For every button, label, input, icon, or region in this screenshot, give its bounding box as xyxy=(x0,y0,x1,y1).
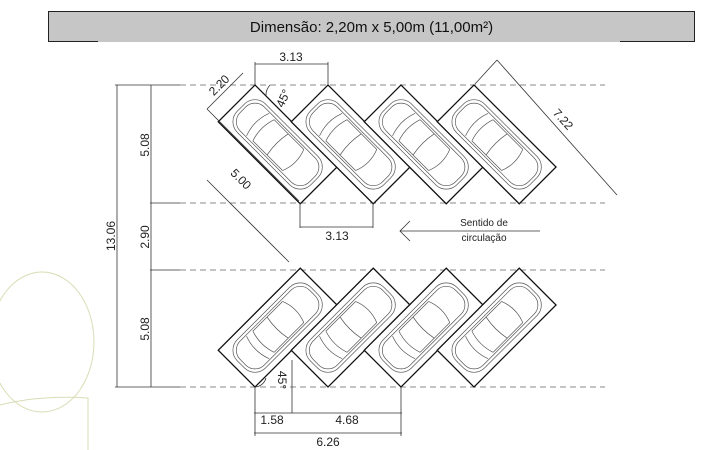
dim-line xyxy=(254,360,402,436)
dim-top-spacing: 3.13 xyxy=(279,50,303,64)
dim-line xyxy=(299,203,374,228)
car-icon xyxy=(305,99,396,190)
angle-arc xyxy=(254,377,267,388)
dim-row-depth-top: 5.08 xyxy=(138,133,152,157)
divider xyxy=(48,41,98,42)
parking-stall xyxy=(217,267,338,388)
dim-stall-width: 2.20 xyxy=(206,72,233,99)
circulation-label-1: Sentido de xyxy=(460,218,508,229)
dim-line xyxy=(254,62,329,85)
stall-row-bottom xyxy=(217,267,557,388)
dim-offset: 1.58 xyxy=(260,413,284,427)
dim-stall-length: 5.00 xyxy=(228,166,255,193)
dim-total-depth: 13.06 xyxy=(104,221,118,251)
car-icon xyxy=(232,99,323,190)
dim-line xyxy=(206,72,300,263)
car-icon xyxy=(451,282,542,373)
car-icon xyxy=(451,99,542,190)
car-icon xyxy=(232,282,323,373)
dim-angle-bottom: 45° xyxy=(275,371,289,389)
dim-aisle-spacing: 3.13 xyxy=(325,229,349,243)
parking-stall xyxy=(436,267,557,388)
dim-bay: 4.68 xyxy=(335,413,359,427)
dim-line xyxy=(496,59,618,196)
decorative-shape xyxy=(0,271,95,450)
dim-total-width: 6.26 xyxy=(316,435,340,449)
stall-row-top xyxy=(217,84,557,205)
parking-stall xyxy=(290,84,411,205)
arrow-left-icon xyxy=(399,220,540,242)
dim-aisle: 2.90 xyxy=(138,225,152,249)
divider xyxy=(620,41,695,42)
dim-diagonal-depth: 7.22 xyxy=(550,106,576,133)
circulation-label-2: circulação xyxy=(461,233,506,244)
header-bar: Dimensão: 2,20m x 5,00m (11,00m²) xyxy=(48,11,695,42)
angle-arc xyxy=(265,84,271,97)
car-icon xyxy=(378,282,469,373)
dim-row-depth-bottom: 5.08 xyxy=(138,317,152,341)
header-title: Dimensão: 2,20m x 5,00m (11,00m²) xyxy=(249,18,494,36)
dim-line xyxy=(474,59,498,85)
parking-stall xyxy=(436,84,557,205)
extension-lines xyxy=(115,84,180,388)
car-icon xyxy=(378,99,469,190)
car-icon xyxy=(305,282,396,373)
